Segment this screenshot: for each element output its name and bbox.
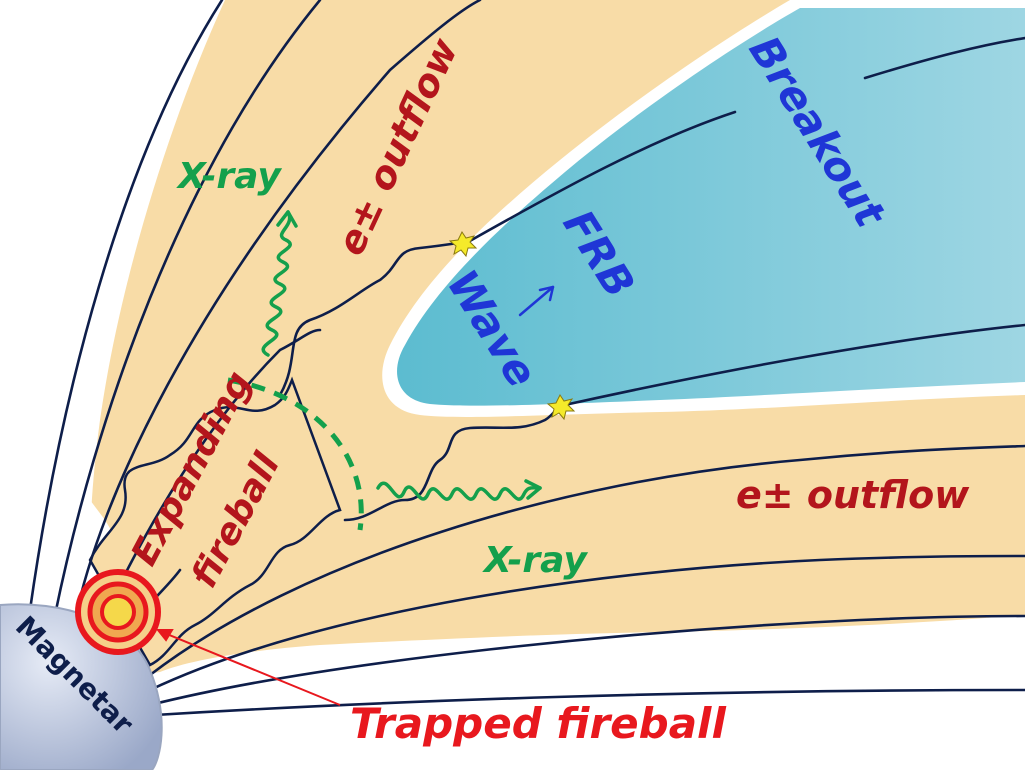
trapped-fireball-callout	[155, 629, 341, 706]
xray-arrow-top	[261, 210, 298, 357]
magnetic-field-lines	[28, 0, 1025, 717]
xray-bottom-label: X-ray	[482, 540, 588, 581]
trapped-fireball-label: Trapped fireball	[350, 699, 726, 748]
spark-upper	[448, 231, 478, 258]
xray-top-label: X-ray	[176, 156, 282, 197]
breakout-region	[397, 8, 1025, 406]
spark-lower	[546, 394, 576, 421]
xray-arrow-bottom	[376, 479, 542, 501]
outflow-right-label: e± outflow	[736, 473, 970, 517]
frb-direction-arrow	[518, 285, 555, 317]
fireball-front-dashed	[227, 377, 364, 531]
trapped-fireball-icon	[75, 569, 161, 655]
